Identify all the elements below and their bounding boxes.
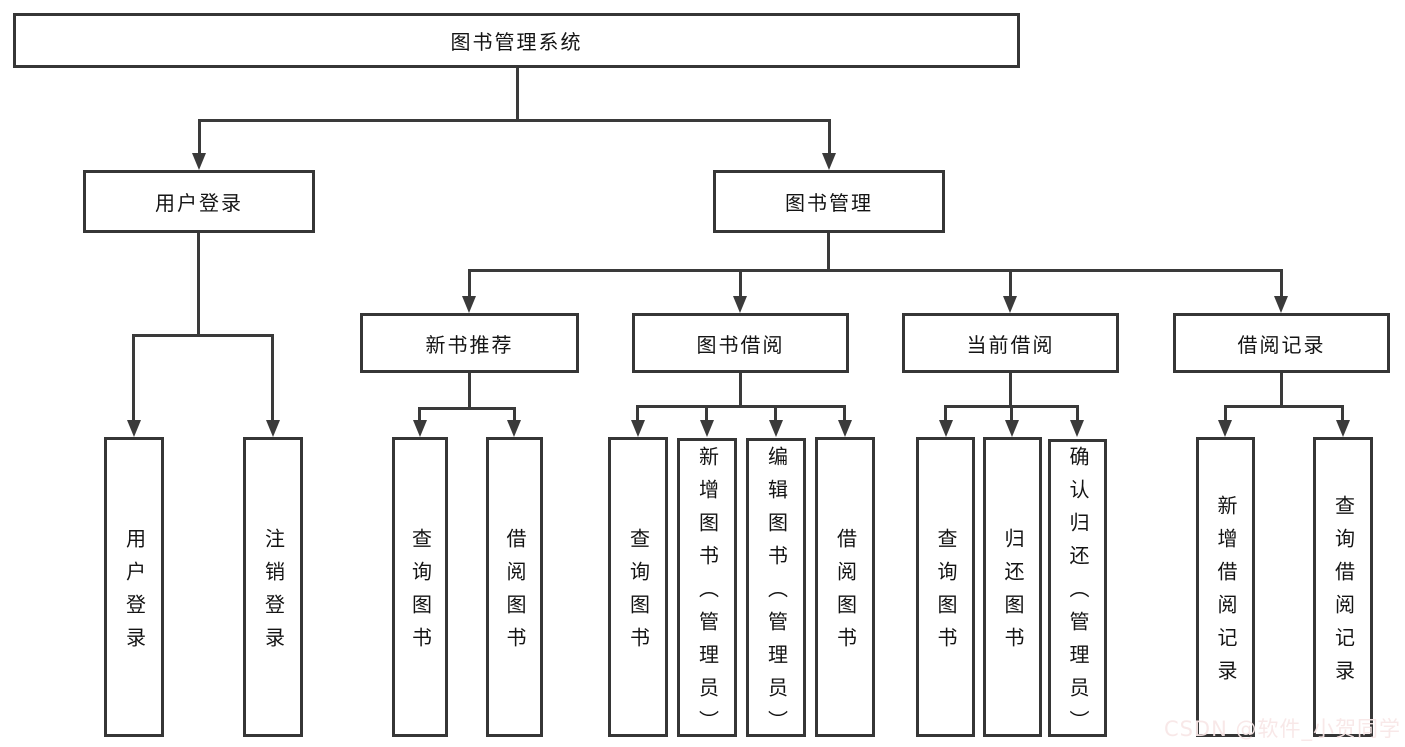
leaf-label: 新增借阅记录 <box>1214 494 1238 693</box>
node-borrow-records: 借阅记录 <box>1173 313 1390 373</box>
leaf-label: 查询图书 <box>408 527 433 660</box>
connector-line <box>828 119 831 156</box>
leaf-label: 确认归还（管理员） <box>1066 446 1090 737</box>
connector-line <box>468 269 471 298</box>
leaf-query-books-borrow: 查询图书 <box>608 437 668 737</box>
arrowhead-icon <box>1070 420 1084 437</box>
connector-line <box>468 269 1283 272</box>
leaf-label: 新增图书（管理员） <box>695 445 720 737</box>
connector-line <box>705 405 708 422</box>
connector-line <box>1224 405 1344 408</box>
connector-line <box>418 407 516 410</box>
leaf-logout-label: 注销登录 <box>261 527 286 660</box>
arrowhead-icon <box>1005 420 1019 437</box>
connector-line <box>468 373 471 410</box>
arrowhead-icon <box>462 296 476 313</box>
arrowhead-icon <box>838 420 852 437</box>
leaf-user-login-label: 用户登录 <box>122 527 147 660</box>
leaf-return-books: 归还图书 <box>983 437 1042 737</box>
connector-line <box>739 269 742 298</box>
arrowhead-icon <box>1218 420 1232 437</box>
arrowhead-icon <box>1003 296 1017 313</box>
connector-line <box>843 405 846 422</box>
connector-line <box>1009 269 1012 298</box>
arrowhead-icon <box>1274 296 1288 313</box>
leaf-query-borrow-record: 查询借阅记录 <box>1313 437 1373 737</box>
leaf-add-borrow-record: 新增借阅记录 <box>1196 437 1255 737</box>
connector-line <box>739 373 742 408</box>
arrowhead-icon <box>939 420 953 437</box>
node-user-login-module: 用户登录 <box>83 170 315 233</box>
connector-line <box>513 407 516 422</box>
node-book-borrow: 图书借阅 <box>632 313 849 373</box>
leaf-edit-books-admin: 编辑图书（管理员） <box>746 438 806 737</box>
connector-line <box>133 334 274 337</box>
connector-line <box>774 405 777 422</box>
arrowhead-icon <box>1336 420 1350 437</box>
connector-line <box>418 407 421 422</box>
leaf-label: 借阅图书 <box>833 527 858 660</box>
connector-line <box>1224 405 1227 422</box>
connector-line <box>198 119 201 156</box>
leaf-add-books-admin: 新增图书（管理员） <box>677 438 737 737</box>
node-book-management-module: 图书管理 <box>713 170 945 233</box>
connector-line <box>271 334 274 422</box>
leaf-query-books-current: 查询图书 <box>916 437 975 737</box>
arrowhead-icon <box>631 420 645 437</box>
leaf-query-books-recommend: 查询图书 <box>392 437 448 737</box>
arrowhead-icon <box>507 420 521 437</box>
node-root-system: 图书管理系统 <box>13 13 1020 68</box>
leaf-label: 归还图书 <box>1001 527 1025 660</box>
connector-line <box>1009 373 1012 408</box>
arrowhead-icon <box>127 420 141 437</box>
leaf-user-login: 用户登录 <box>104 437 164 737</box>
arrowhead-icon <box>700 420 714 437</box>
arrowhead-icon <box>769 420 783 437</box>
leaf-label: 查询图书 <box>626 527 651 660</box>
leaf-label: 查询图书 <box>934 527 958 660</box>
connector-line <box>197 233 200 336</box>
arrowhead-icon <box>192 153 206 170</box>
connector-line <box>636 405 846 408</box>
leaf-confirm-return-admin: 确认归还（管理员） <box>1048 439 1107 737</box>
connector-line <box>516 68 519 121</box>
leaf-label: 查询借阅记录 <box>1331 494 1356 693</box>
connector-line <box>1280 373 1283 408</box>
arrowhead-icon <box>733 296 747 313</box>
leaf-borrow-books-recommend: 借阅图书 <box>486 437 543 737</box>
node-new-book-recommend: 新书推荐 <box>360 313 579 373</box>
connector-line <box>1076 405 1079 422</box>
arrowhead-icon <box>822 153 836 170</box>
connector-line <box>827 233 830 271</box>
node-current-borrow: 当前借阅 <box>902 313 1119 373</box>
connector-line <box>944 405 947 422</box>
connector-line <box>1341 405 1344 422</box>
csdn-watermark: CSDN @软件_小贺同学 <box>1163 717 1401 741</box>
connector-line <box>198 119 830 122</box>
connector-line <box>132 334 135 422</box>
arrowhead-icon <box>413 420 427 437</box>
connector-line <box>1010 405 1013 422</box>
arrowhead-icon <box>266 420 280 437</box>
leaf-borrow-books: 借阅图书 <box>815 437 875 737</box>
connector-line <box>1280 269 1283 298</box>
connector-line <box>636 405 639 422</box>
leaf-label: 编辑图书（管理员） <box>764 445 789 737</box>
leaf-logout: 注销登录 <box>243 437 303 737</box>
leaf-label: 借阅图书 <box>503 527 527 660</box>
